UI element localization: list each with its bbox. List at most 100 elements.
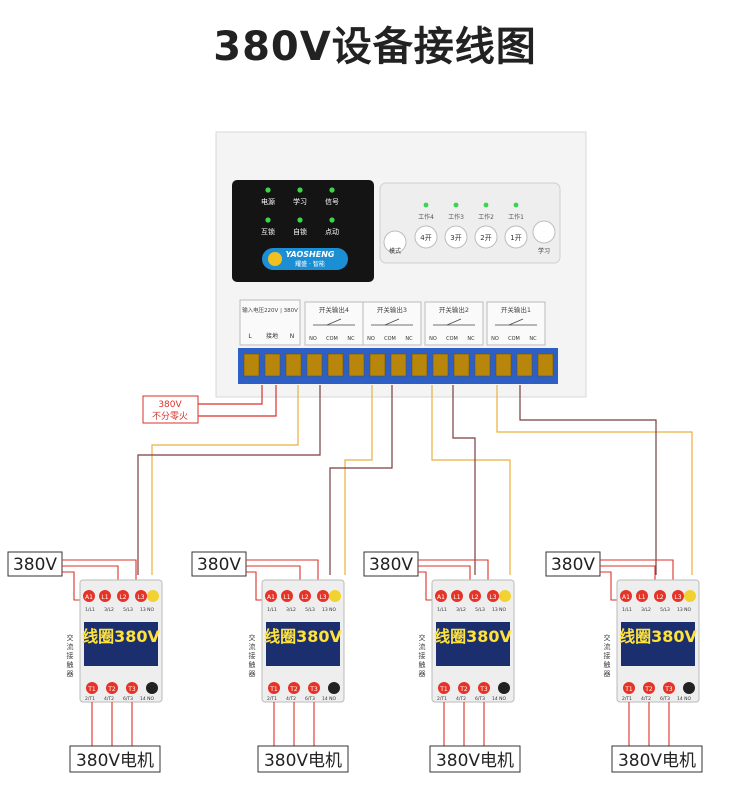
channel-button-label: 4开	[420, 234, 431, 242]
top-terminal-label: A1	[437, 594, 445, 601]
terminal-screw	[243, 353, 260, 377]
channel-button[interactable]	[474, 225, 498, 249]
side-label: 流	[604, 642, 611, 651]
bottom-terminal	[458, 682, 470, 694]
learn-button[interactable]	[532, 220, 556, 244]
wire	[600, 571, 619, 601]
side-label: 交	[419, 633, 426, 642]
top-small-label: 3/L2	[104, 607, 114, 613]
output-term-label: NO	[491, 336, 499, 342]
motor-label: 380V电机	[76, 751, 154, 771]
top-terminal	[654, 590, 666, 602]
brand-subtitle: 耀盛 · 智能	[295, 260, 325, 268]
motor-label: 380V电机	[436, 751, 514, 771]
work-led-label: 工作1	[508, 213, 524, 221]
side-label: 触	[419, 660, 426, 669]
mode-button-label: 模式	[389, 247, 401, 255]
work-led-label: 工作2	[478, 213, 494, 221]
bottom-small-label: 2/T1	[85, 696, 95, 702]
output-term-label: COM	[446, 336, 458, 342]
side-label: 接	[419, 651, 426, 660]
input-term-label: 接地	[266, 332, 278, 340]
top-terminal-label: L1	[101, 594, 108, 601]
top-small-label: 1/L1	[622, 607, 632, 613]
aux-terminal	[684, 590, 696, 602]
top-terminal	[435, 590, 447, 602]
terminal-screw	[474, 353, 491, 377]
input-header: 输入电压220V | 380V	[242, 306, 298, 314]
top-small-label: 3/L2	[456, 607, 466, 613]
top-small-label: 5/L3	[123, 607, 133, 613]
coil-panel	[84, 622, 158, 666]
aux-terminal	[146, 682, 158, 694]
status-led-label: 电源	[261, 197, 275, 206]
top-terminal	[451, 590, 463, 602]
voltage-tag	[7, 551, 63, 577]
bottom-terminal	[268, 682, 280, 694]
side-label: 器	[604, 670, 611, 678]
mode-button[interactable]	[383, 230, 407, 254]
terminal-screw	[348, 353, 365, 377]
wire	[519, 385, 657, 575]
work-led-label: 工作4	[418, 213, 434, 221]
bottom-terminal	[478, 682, 490, 694]
supply-voltage: 380V	[158, 400, 182, 410]
terminal-screw	[390, 353, 407, 377]
wire	[418, 559, 489, 585]
top-terminal-label: L2	[301, 594, 308, 601]
aux-terminal	[147, 590, 159, 602]
work-led	[513, 202, 519, 208]
output-strip	[304, 301, 364, 346]
wire	[151, 385, 299, 575]
motor-label: 380V电机	[618, 751, 696, 771]
work-led	[453, 202, 459, 208]
output-term-label: NC	[405, 336, 413, 342]
channel-button[interactable]	[444, 225, 468, 249]
channel-button[interactable]	[504, 225, 528, 249]
output-strip	[424, 301, 484, 346]
terminal-screw	[432, 353, 449, 377]
bottom-small-label: 4/T2	[104, 696, 114, 702]
output-term-label: NO	[367, 336, 375, 342]
voltage-tag-text: 380V	[369, 555, 413, 575]
status-led	[297, 187, 303, 193]
brand-logo	[262, 248, 348, 270]
wire	[600, 565, 656, 585]
top-terminal	[487, 590, 499, 602]
top-terminal	[317, 590, 329, 602]
top-terminal	[135, 590, 147, 602]
top-terminal-label: L3	[489, 594, 496, 601]
bottom-small-label: 2/T1	[267, 696, 277, 702]
input-term-label: L	[248, 333, 252, 340]
output-label: 开关输出3	[377, 305, 407, 314]
bottom-terminal-label: T3	[127, 686, 136, 693]
output-term-label: NC	[467, 336, 475, 342]
wire	[452, 385, 476, 575]
output-strip	[362, 301, 422, 346]
top-small-label: 1/L1	[85, 607, 95, 613]
top-terminal-label: L2	[656, 594, 663, 601]
bottom-small-label: 6/T3	[660, 696, 670, 702]
bottom-small-label: 6/T3	[123, 696, 133, 702]
top-terminal	[99, 590, 111, 602]
aux-terminal	[683, 682, 695, 694]
aux-terminal	[498, 682, 510, 694]
side-label: 触	[249, 660, 256, 669]
top-terminal	[299, 590, 311, 602]
motor-label: 380V电机	[264, 751, 342, 771]
wire	[600, 559, 674, 585]
work-led	[483, 202, 489, 208]
terminal-screw	[369, 353, 386, 377]
channel-button[interactable]	[414, 225, 438, 249]
wire	[62, 559, 137, 585]
coil-label: 线圈380V	[82, 627, 160, 646]
channel-button-label: 1开	[510, 234, 521, 242]
bottom-terminal	[288, 682, 300, 694]
supply-label: 380V 不分零火	[142, 395, 199, 424]
top-terminal-label: L3	[137, 594, 144, 601]
top-terminal-label: L3	[674, 594, 681, 601]
bottom-terminal-label: T2	[289, 686, 298, 693]
work-led	[423, 202, 429, 208]
